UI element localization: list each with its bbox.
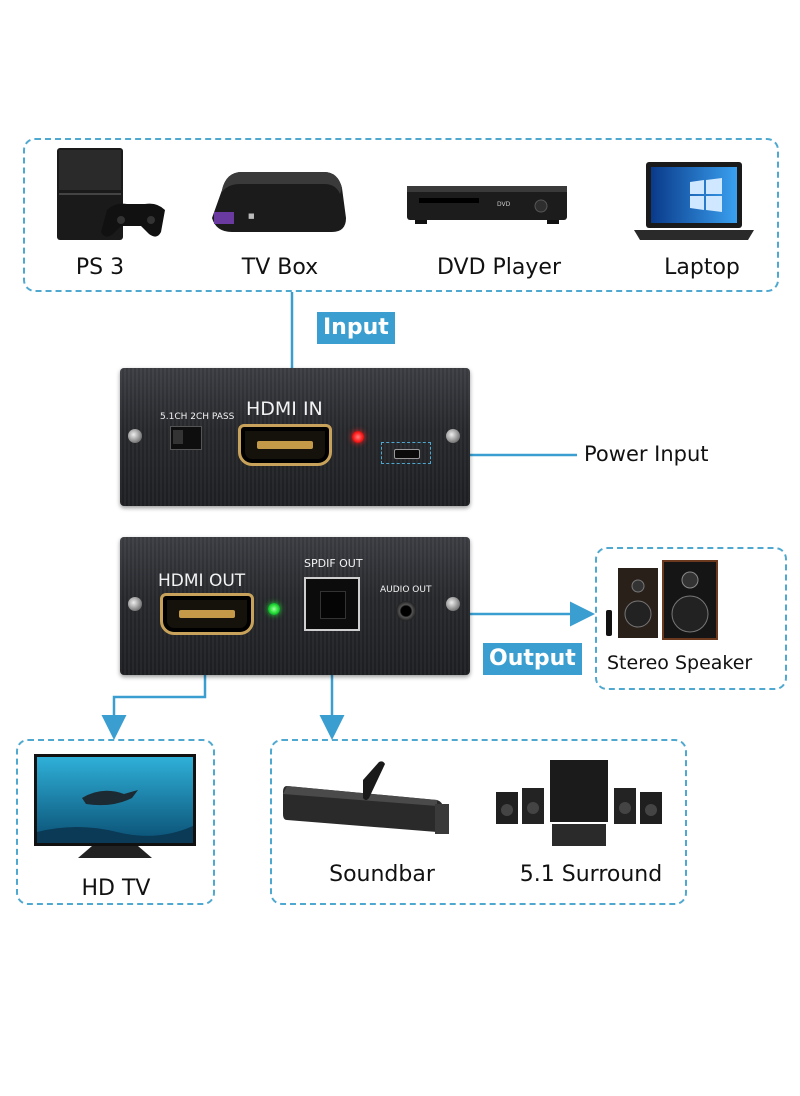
- surround-label: 5.1 Surround: [519, 862, 663, 887]
- hdmi-in-port[interactable]: [238, 424, 332, 466]
- stereo-speaker-label: Stereo Speaker: [607, 652, 753, 674]
- source-devices-box: [23, 138, 779, 292]
- screw-icon: [446, 597, 460, 611]
- power-led-red: [352, 431, 364, 443]
- stereo-speaker-image: [604, 556, 730, 644]
- screw-icon: [128, 597, 142, 611]
- extractor-input-panel: 5.1CH 2CH PASS HDMI IN: [120, 368, 470, 506]
- hd-tv-image: [32, 752, 198, 864]
- dvd-player-label: DVD Player: [437, 255, 561, 280]
- tv-box-label: TV Box: [241, 255, 319, 280]
- surround-system-image: [492, 758, 670, 846]
- hdmi-in-label: HDMI IN: [246, 398, 323, 420]
- spdif-optical-port[interactable]: [304, 577, 360, 631]
- micro-usb-port[interactable]: [394, 449, 420, 459]
- output-tag: Output: [483, 643, 582, 675]
- speaker-systems-box: [270, 739, 687, 905]
- hdmi-out-port[interactable]: [160, 593, 254, 635]
- dvd-player-image: DVD: [405, 182, 570, 228]
- svg-text:■: ■: [248, 212, 255, 220]
- input-tag: Input: [317, 312, 395, 344]
- hd-tv-label: HD TV: [81, 876, 151, 901]
- spdif-out-label: SPDIF OUT: [304, 557, 363, 570]
- status-led-green: [268, 603, 280, 615]
- tv-box-image: ■: [208, 168, 348, 238]
- mode-switch-label: 5.1CH 2CH PASS: [160, 412, 235, 422]
- laptop-label: Laptop: [664, 255, 740, 280]
- mode-switch[interactable]: [170, 426, 202, 450]
- audio-out-label: AUDIO OUT: [380, 585, 432, 595]
- stereo-speaker-box: [595, 547, 787, 690]
- hdmi-out-label: HDMI OUT: [158, 571, 246, 591]
- ps3-image: [55, 148, 165, 244]
- micro-usb-port-highlight: [381, 442, 431, 464]
- soundbar-label: Soundbar: [329, 862, 435, 887]
- extractor-output-panel: HDMI OUT SPDIF OUT AUDIO OUT: [120, 537, 470, 675]
- screw-icon: [128, 429, 142, 443]
- audio-out-jack[interactable]: [396, 601, 416, 621]
- laptop-image: [632, 160, 756, 244]
- svg-text:DVD: DVD: [497, 201, 511, 208]
- soundbar-image: [283, 760, 463, 840]
- power-input-label: Power Input: [584, 442, 709, 466]
- screw-icon: [446, 429, 460, 443]
- hd-tv-box: [16, 739, 215, 905]
- ps3-label: PS 3: [75, 255, 125, 280]
